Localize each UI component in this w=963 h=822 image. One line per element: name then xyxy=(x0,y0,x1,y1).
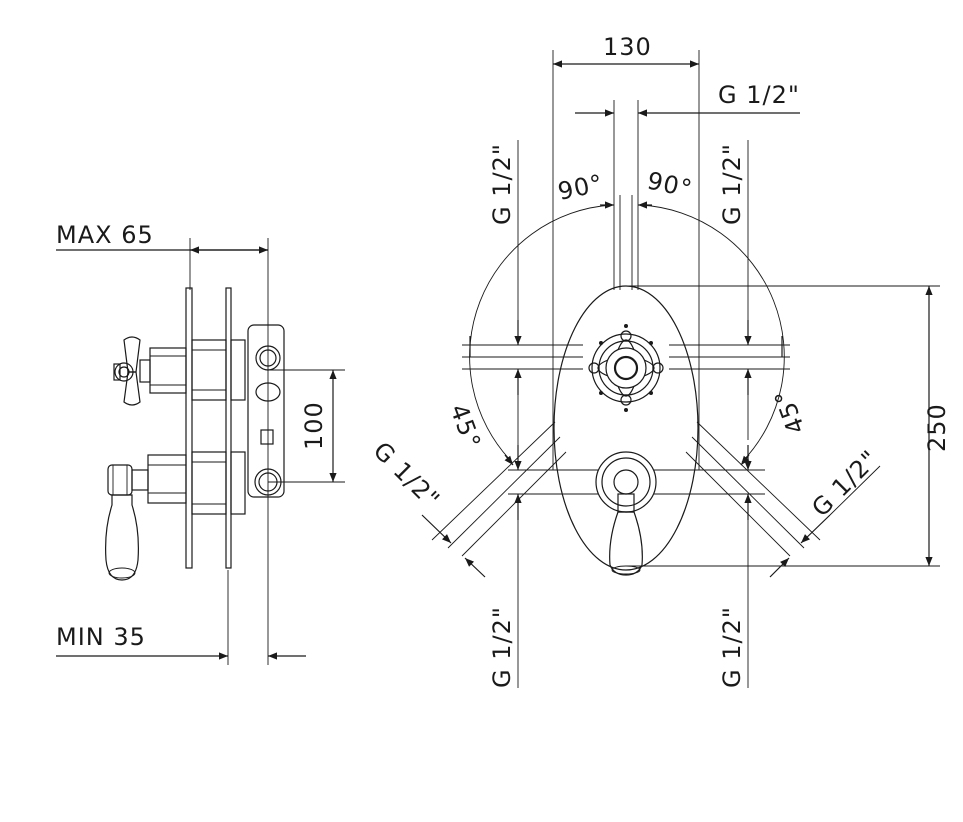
angle-right-45-label: 45° xyxy=(769,385,811,437)
angle-left-90-label: 90° xyxy=(555,169,605,206)
angle-right-90-label: 90° xyxy=(645,166,695,203)
thread-diag-left-label: G 1/2" xyxy=(368,436,446,514)
max-depth-label: MAX 65 xyxy=(56,221,154,249)
angle-left-45-label: 45° xyxy=(444,400,486,452)
plate-height-label: 250 xyxy=(923,403,951,452)
cross-handle-front xyxy=(588,324,664,412)
plate-width-label: 130 xyxy=(603,33,652,61)
front-view: 130 G 1/2" 90° 90° 45° 45° 250 xyxy=(368,33,951,688)
thread-diag-right-label: G 1/2" xyxy=(806,445,884,523)
min-depth-label: MIN 35 xyxy=(56,623,146,651)
thread-lower-left-label: G 1/2" xyxy=(488,606,516,688)
thread-upper-right-label: G 1/2" xyxy=(718,143,746,225)
thread-upper-left-label: G 1/2" xyxy=(488,143,516,225)
thread-top-label: G 1/2" xyxy=(718,81,800,109)
side-view: MAX 65 MIN 35 100 xyxy=(56,221,345,665)
lever-handle-front xyxy=(595,451,657,576)
thread-lower-right-label: G 1/2" xyxy=(718,606,746,688)
outlet-spacing-label: 100 xyxy=(300,401,328,450)
